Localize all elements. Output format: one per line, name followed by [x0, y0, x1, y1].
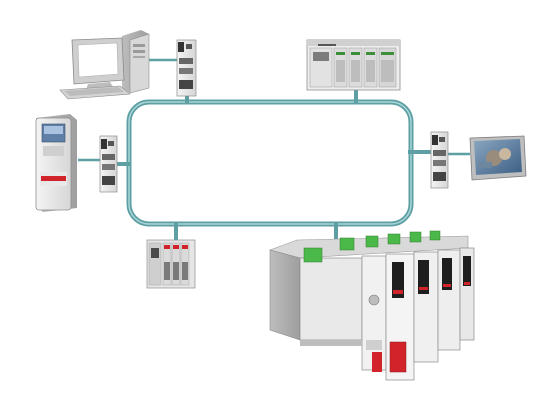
- distributed-io-icon: [146, 239, 196, 289]
- variable-frequency-drive-icon: [35, 114, 77, 212]
- network-switch-icon: [176, 39, 197, 97]
- network-ring: [126, 99, 414, 227]
- operator-panel-icon: [469, 135, 527, 181]
- network-switch-icon: [430, 131, 449, 189]
- servo-drive-rack-icon: [269, 230, 475, 381]
- network-switch-icon: [99, 135, 118, 193]
- plc-chassis-icon: [306, 39, 401, 91]
- desktop-computer-icon: [59, 30, 150, 100]
